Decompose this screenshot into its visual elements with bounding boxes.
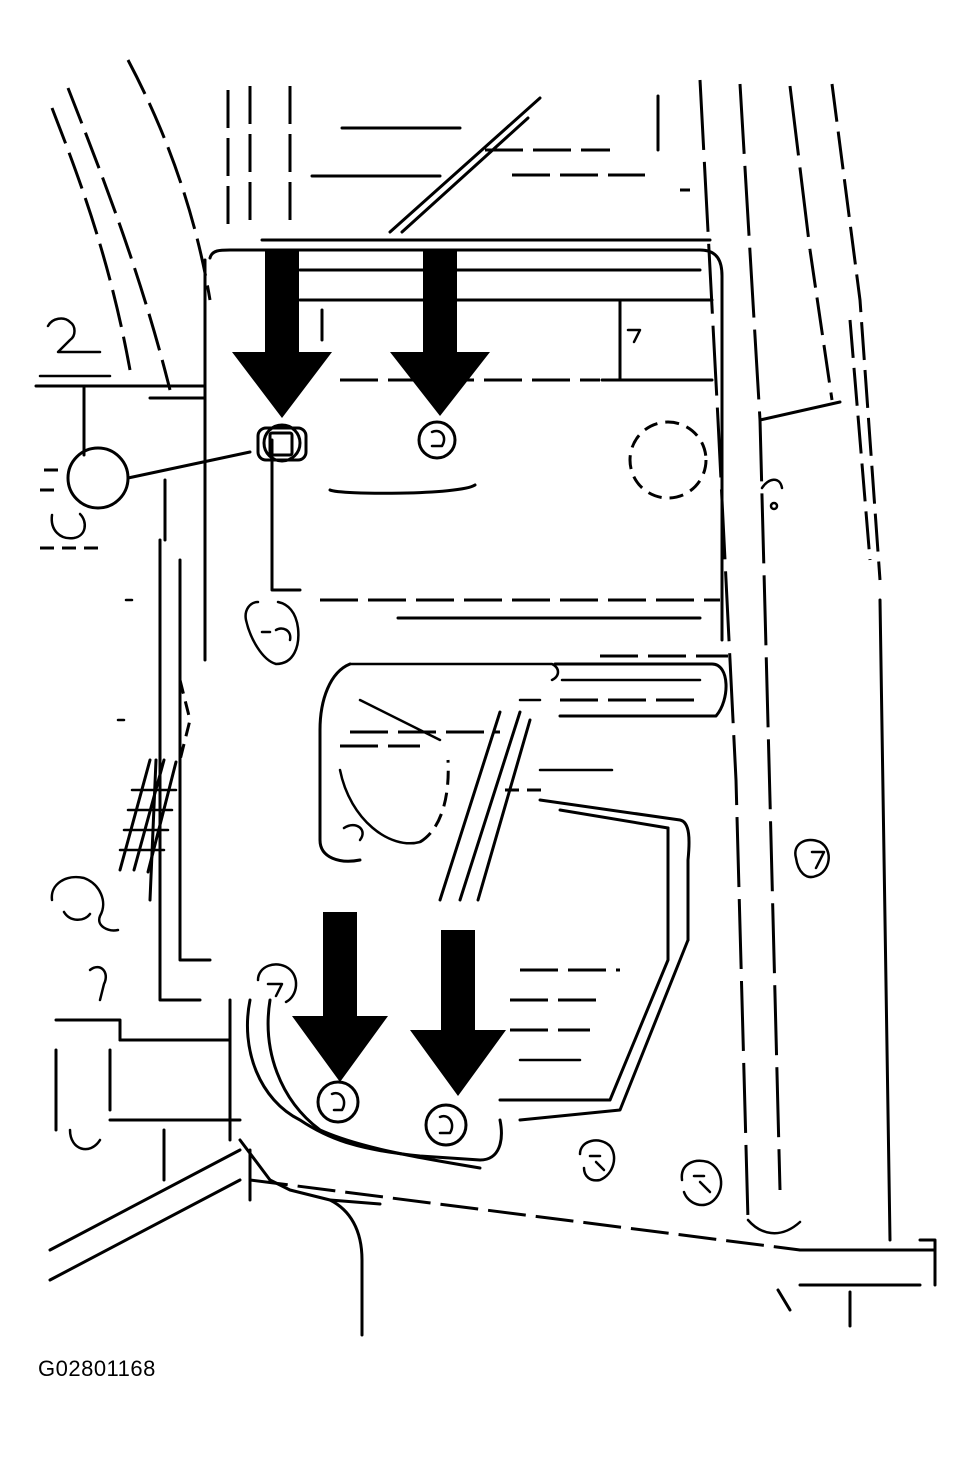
- arrow-fastener-upper-right: [390, 250, 490, 416]
- right-door-edge: [698, 79, 937, 1328]
- window-channel: [260, 94, 712, 242]
- wiring-harness: [50, 478, 212, 1002]
- fastener-lower-left: [316, 1080, 360, 1124]
- arrow-fastener-lower-right: [410, 930, 506, 1096]
- fastener-upper-right: [417, 420, 457, 460]
- lower-bracket: [245, 963, 503, 1170]
- door-sill: [238, 1138, 801, 1337]
- fastener-lower-right: [424, 1103, 468, 1147]
- lower-hinge: [48, 965, 242, 1282]
- arrow-fastener-lower-left: [292, 912, 388, 1082]
- upper-fasteners: [256, 420, 457, 463]
- left-door-frame: [34, 59, 292, 662]
- arrow-layer: [232, 250, 506, 1096]
- arrow-fastener-upper-left: [232, 250, 332, 418]
- module-panel-lower: [318, 662, 728, 1122]
- module-panel-upper: [208, 248, 728, 666]
- figure-code: G02801168: [38, 1356, 156, 1381]
